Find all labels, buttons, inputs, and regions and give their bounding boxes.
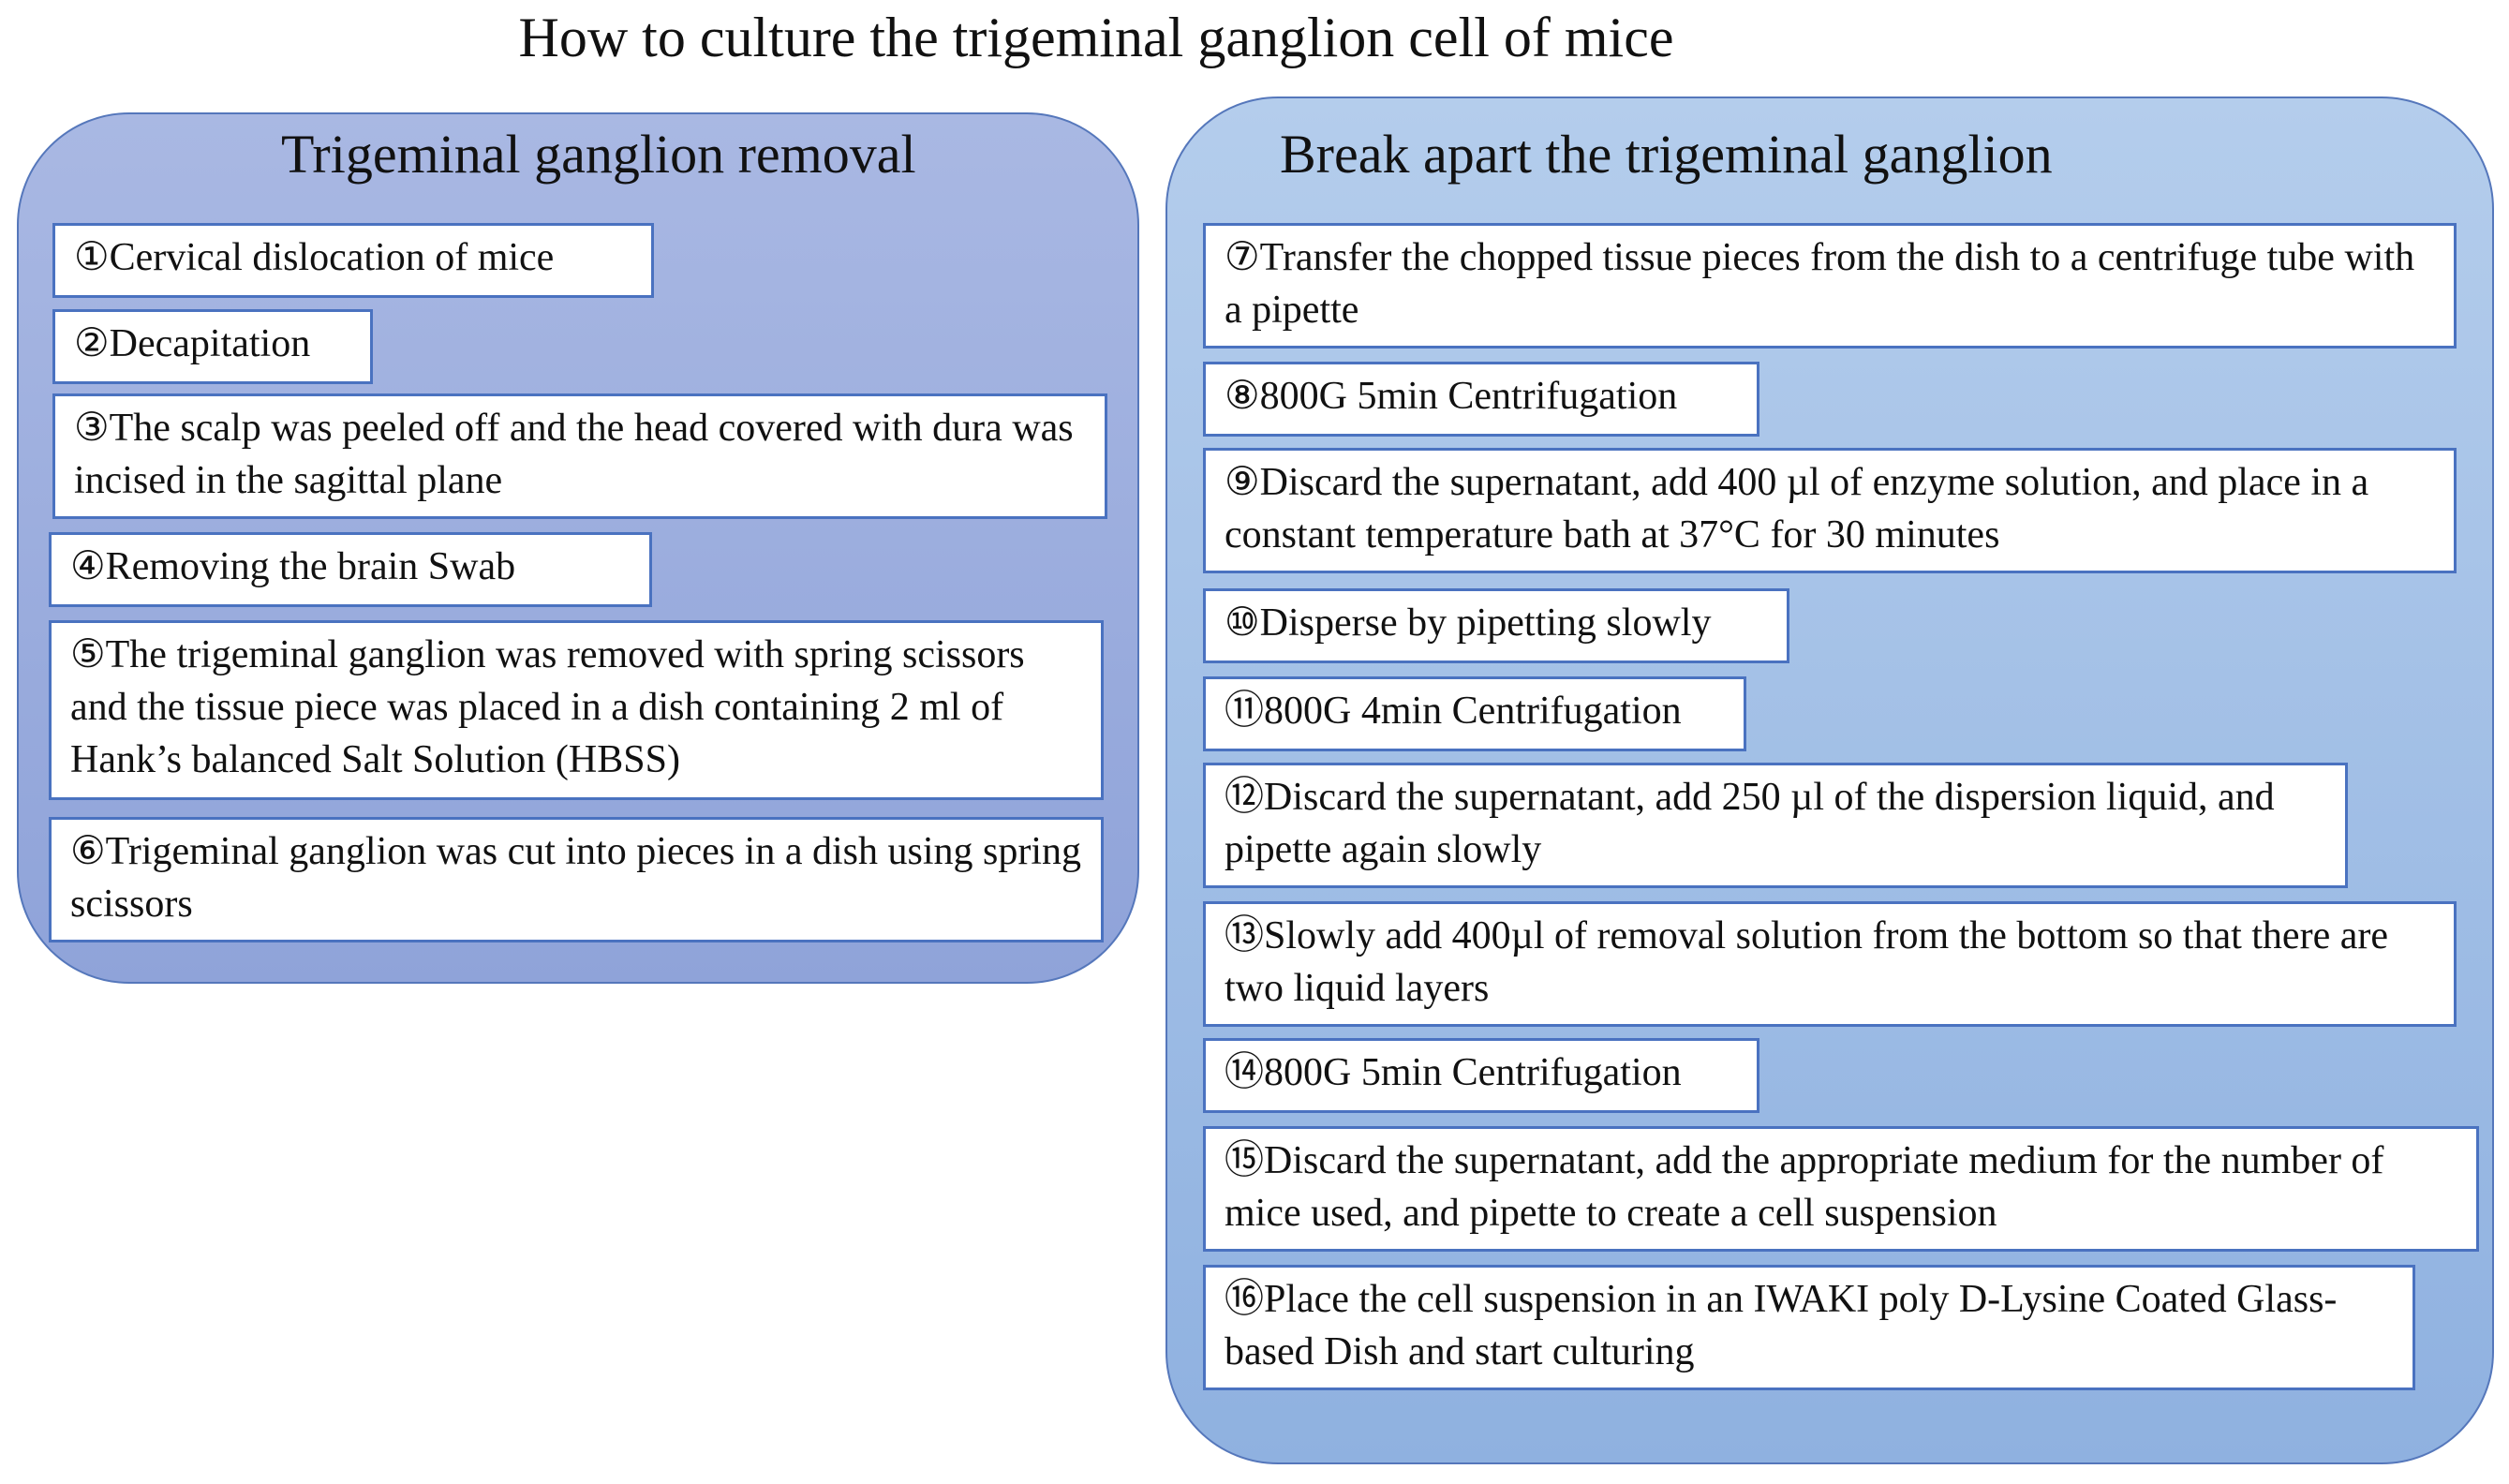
- step-8-box: ⑧800G 5min Centrifugation: [1203, 362, 1759, 437]
- panel-title-removal: Trigeminal ganglion removal: [281, 124, 916, 185]
- step-5-box: ⑤The trigeminal ganglion was removed wit…: [49, 620, 1104, 800]
- diagram-title: How to culture the trigeminal ganglion c…: [518, 7, 1674, 68]
- step-2-box: ②Decapitation: [52, 309, 373, 384]
- step-13-box: ⑬Slowly add 400µl of removal solution fr…: [1203, 901, 2457, 1027]
- step-9-box: ⑨Discard the supernatant, add 400 µl of …: [1203, 448, 2457, 573]
- panel-title-break-apart: Break apart the trigeminal ganglion: [1280, 124, 2053, 185]
- step-7-box: ⑦Transfer the chopped tissue pieces from…: [1203, 223, 2457, 349]
- step-12-box: ⑫Discard the supernatant, add 250 µl of …: [1203, 763, 2348, 888]
- step-14-box: ⑭800G 5min Centrifugation: [1203, 1038, 1759, 1113]
- step-15-box: ⑮Discard the supernatant, add the approp…: [1203, 1126, 2479, 1252]
- step-11-box: ⑪800G 4min Centrifugation: [1203, 676, 1746, 751]
- step-3-box: ③The scalp was peeled off and the head c…: [52, 393, 1107, 519]
- step-1-box: ①Cervical dislocation of mice: [52, 223, 654, 298]
- step-6-box: ⑥Trigeminal ganglion was cut into pieces…: [49, 817, 1104, 942]
- step-16-box: ⑯Place the cell suspension in an IWAKI p…: [1203, 1265, 2415, 1390]
- step-4-box: ④Removing the brain Swab: [49, 532, 652, 607]
- step-10-box: ⑩Disperse by pipetting slowly: [1203, 588, 1789, 663]
